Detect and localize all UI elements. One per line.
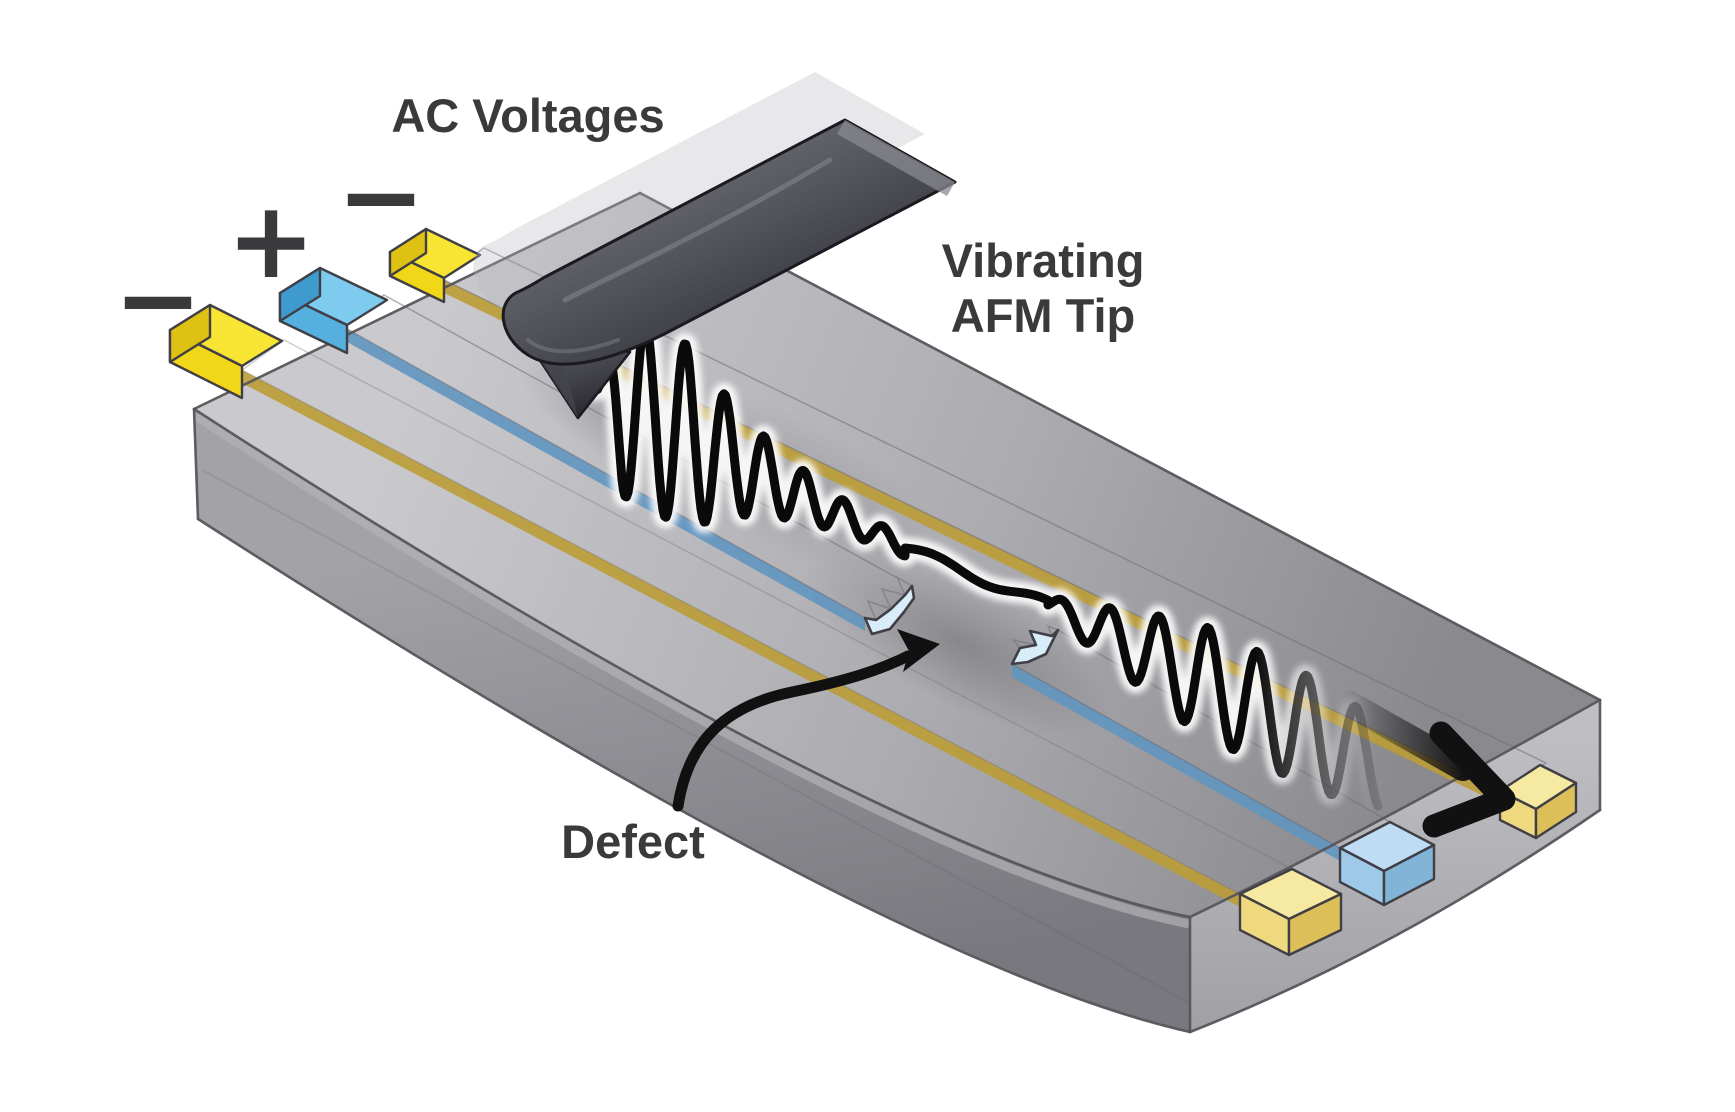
yellow-back-stripe-side <box>440 278 1500 804</box>
blue-segment1-break-face <box>863 584 916 636</box>
blue-segment2-break-face <box>1010 628 1060 666</box>
blue-end-right <box>1338 820 1436 907</box>
blue-end-right-side <box>1382 843 1436 907</box>
yellow-front-stripe-side <box>242 370 1240 907</box>
yellow-back-end-right-side <box>1534 781 1578 840</box>
substrate-front-top-edge <box>192 407 1192 919</box>
vibrating-afm-tip-label-line2: AFM Tip <box>951 289 1136 342</box>
defect-arrow <box>672 629 940 812</box>
minus-sign-top: − <box>337 135 426 258</box>
blue-end-left-end <box>278 266 322 323</box>
blue-segment1-side <box>340 325 865 631</box>
propagation-arrow-shaft <box>1335 690 1476 781</box>
substrate-edges <box>192 191 1602 1034</box>
cantilever-end-bevel <box>837 120 955 196</box>
yellow-front-end-right-side <box>1287 892 1343 957</box>
substrate-front-bevel <box>193 412 1190 929</box>
cantilever-nose-highlight <box>526 338 620 354</box>
yellow-front-end-left-end <box>168 303 212 364</box>
vibrating-afm-tip-label-line1: Vibrating <box>942 234 1145 287</box>
blue-end-left <box>278 266 389 355</box>
yellow-back-end-left-end <box>388 227 428 278</box>
blue-segment2-side <box>1012 664 1340 861</box>
yellow-front-end-left <box>168 303 284 400</box>
electrode-ends-left <box>168 227 482 400</box>
minus-sign-left: − <box>114 238 203 361</box>
substrate-front-bottom-edge <box>196 517 1192 1034</box>
electrode-ends-right <box>1238 763 1578 957</box>
labels: AC Voltages Vibrating AFM Tip Defect + −… <box>114 86 1148 872</box>
propagation-arrow <box>1335 690 1516 838</box>
defect-arrow-head <box>897 629 940 672</box>
yellow-back-end-right <box>1498 763 1578 840</box>
defect-arrow-curve <box>672 650 914 812</box>
substrate-back-top-edge <box>638 191 1602 702</box>
substrate-front-face <box>194 409 1190 1032</box>
ac-voltages-label: AC Voltages <box>391 89 664 142</box>
afm-cantilever <box>473 72 957 420</box>
substrate-inner-edge <box>201 469 1189 1003</box>
plus-sign: + <box>227 179 316 302</box>
defect-label: Defect <box>561 815 705 868</box>
substrate-left-vertical-edge <box>192 407 200 521</box>
cantilever-highlight <box>562 157 833 303</box>
acoustic-wave-line <box>591 319 1383 811</box>
yellow-front-end-right <box>1238 867 1343 957</box>
substrate-end-top-edge <box>1188 698 1602 919</box>
propagation-arrow-head <box>1422 721 1516 838</box>
substrate-end-bottom-edge <box>1188 808 1602 1034</box>
acoustic-wave <box>585 312 1389 817</box>
electrode-blue-broken-stripe <box>338 294 1392 861</box>
